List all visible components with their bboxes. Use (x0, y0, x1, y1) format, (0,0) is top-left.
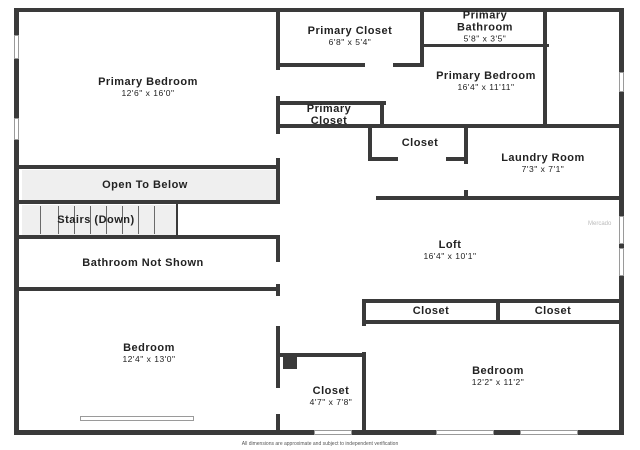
room-label-closet-bottom: Closet 4'7" x 7'8" (310, 385, 353, 407)
wall-primary-closet-bottom (280, 63, 420, 67)
room-label-stairs: Stairs (Down) (57, 214, 134, 226)
room-label-bedroom-2: Bedroom 12'2" x 11'2" (472, 365, 525, 387)
door-opening (276, 296, 280, 326)
window (436, 430, 494, 435)
window (80, 416, 194, 421)
door-opening (276, 70, 280, 96)
room-label-primary-bedroom: Primary Bedroom 12'6" x 16'0" (98, 76, 198, 98)
room-name: Primary Closet (307, 24, 393, 37)
room-name: Primary Bedroom (436, 69, 536, 82)
wall-laundry-left (464, 124, 468, 200)
footer-disclaimer: All dimensions are approximate and subje… (241, 441, 399, 447)
room-name: Bedroom (472, 364, 524, 377)
exterior-wall-top (14, 8, 624, 12)
stair-tread (40, 206, 41, 234)
window (619, 216, 624, 244)
room-label-bedroom: Bedroom 12'4" x 13'0" (122, 342, 175, 364)
window (14, 35, 19, 59)
room-name: Bedroom (123, 341, 175, 354)
stair-step-marker (283, 357, 297, 369)
room-dimensions: 4'7" x 7'8" (309, 396, 353, 407)
door-opening (276, 262, 280, 284)
wall-primary-closet-right (420, 8, 424, 67)
wall-stairs-right (176, 203, 178, 237)
room-label-closet: Closet (535, 305, 572, 317)
stair-tread (154, 206, 155, 234)
wall-bottom-closet-top (280, 353, 366, 357)
room-label-bathroom-not-shown: Bathroom Not Shown (82, 257, 203, 269)
room-name: Primary Bathroom (457, 9, 513, 34)
wall-closet-mid-left (368, 124, 372, 160)
door-opening (276, 388, 280, 414)
window (520, 430, 578, 435)
door-opening (464, 164, 468, 190)
room-name: Primary Bedroom (98, 75, 198, 88)
wall-primary-bedroom-bottom (18, 165, 280, 169)
room-name: Closet (534, 304, 572, 317)
wall-bathroom-bottom-right (424, 44, 549, 47)
room-dimensions: 12'2" x 11'2" (471, 376, 525, 387)
door-opening (398, 157, 446, 161)
watermark: Mercado (588, 221, 612, 227)
room-dimensions: 16'4" x 11'11" (457, 81, 515, 92)
room-name: Stairs (Down) (57, 213, 135, 226)
door-opening (276, 134, 280, 158)
room-dimensions: 12'6" x 16'0" (121, 87, 175, 98)
wall-closets-top (362, 299, 624, 303)
room-label-open-to-below: Open To Below (102, 179, 188, 191)
room-name: Loft (438, 238, 462, 251)
room-dimensions: 5'8" x 3'5" (463, 33, 507, 44)
room-name: Closet (401, 136, 439, 149)
room-label-primary-bedroom-2: Primary Bedroom 16'4" x 11'11" (436, 70, 536, 92)
room-name: Closet (312, 384, 350, 397)
wall-small-closet-right (380, 101, 384, 128)
room-name: Open To Below (102, 178, 188, 191)
window (619, 248, 624, 276)
stair-tread (122, 206, 123, 234)
wall-bathroom-right-side (543, 8, 547, 126)
wall-primary-bedroom-right-bottom (280, 124, 624, 128)
room-label-laundry-room: Laundry Room 7'3" x 7'1" (501, 152, 585, 174)
room-name: Bathroom Not Shown (82, 256, 204, 269)
stair-tread (106, 206, 107, 234)
wall-closets-divider (496, 299, 500, 324)
window (314, 430, 352, 435)
exterior-wall-left (14, 8, 19, 435)
open-to-below-area (22, 170, 276, 200)
room-name: Primary Closet (306, 102, 352, 127)
room-dimensions: 16'4" x 10'1" (423, 250, 477, 261)
door-opening (365, 63, 393, 67)
room-dimensions: 7'3" x 7'1" (521, 163, 565, 174)
room-dimensions: 6'8" x 5'4" (328, 36, 372, 47)
room-label-closet: Closet (402, 137, 439, 149)
room-label-primary-bathroom: Primary Bathroom 5'8" x 3'5" (445, 10, 525, 45)
wall-bathroom-right (276, 235, 280, 431)
door-opening (362, 326, 366, 352)
room-name: Closet (412, 304, 450, 317)
room-label-closet: Closet (413, 305, 450, 317)
stairs-area (22, 205, 176, 235)
wall-stairs-bottom (18, 235, 280, 239)
wall-small-closet-top (280, 101, 386, 105)
room-name: Laundry Room (501, 151, 585, 164)
room-dimensions: 12'4" x 13'0" (122, 353, 176, 364)
stair-tread (74, 206, 75, 234)
window (619, 72, 624, 92)
room-label-loft: Loft 16'4" x 10'1" (423, 239, 476, 261)
room-label-primary-closet-small: Primary Closet (294, 103, 364, 127)
wall-bathroom-bottom (18, 287, 280, 291)
stair-tread (138, 206, 139, 234)
room-label-primary-closet: Primary Closet 6'8" x 5'4" (308, 25, 393, 47)
wall-closets-left (362, 299, 366, 433)
stair-tread (58, 206, 59, 234)
wall-laundry-bottom (376, 196, 624, 200)
wall-closets-bottom (366, 320, 624, 324)
wall-open-below-right (276, 165, 280, 204)
wall-open-below-bottom (18, 200, 280, 204)
stair-tread (90, 206, 91, 234)
window (14, 118, 19, 140)
